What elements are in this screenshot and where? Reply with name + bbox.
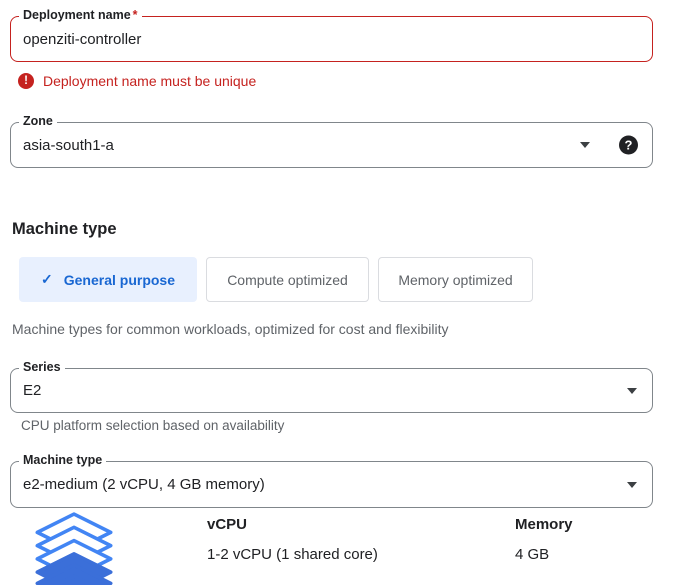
deployment-name-field[interactable]: Deployment name* — [10, 8, 653, 62]
chevron-down-icon — [627, 481, 637, 488]
zone-value: asia-south1-a — [23, 136, 114, 154]
series-value: E2 — [23, 382, 42, 399]
zone-select[interactable]: Zone asia-south1-a ? — [10, 114, 653, 168]
spec-memory-column: Memory 4 GB — [515, 516, 573, 563]
tab-compute-optimized[interactable]: Compute optimized — [206, 257, 369, 302]
tab-label: Compute optimized — [227, 271, 348, 288]
zone-label: Zone — [19, 114, 57, 128]
machine-type-select[interactable]: Machine type e2-medium (2 vCPU, 4 GB mem… — [10, 453, 653, 508]
vcpu-value: 1-2 vCPU (1 shared core) — [207, 546, 378, 563]
spec-vcpu-column: vCPU 1-2 vCPU (1 shared core) — [207, 516, 378, 563]
chevron-down-icon — [627, 387, 637, 394]
machine-series-stack-icon — [35, 512, 113, 585]
tab-memory-optimized[interactable]: Memory optimized — [378, 257, 533, 302]
error-message-text: Deployment name must be unique — [43, 73, 257, 89]
tab-label: General purpose — [63, 271, 175, 288]
help-icon[interactable]: ? — [619, 135, 638, 155]
machine-type-tabs: ✓ General purpose Compute optimized Memo… — [19, 257, 533, 302]
check-icon: ✓ — [41, 271, 53, 287]
series-helper-text: CPU platform selection based on availabi… — [21, 418, 285, 433]
machine-type-value: e2-medium (2 vCPU, 4 GB memory) — [23, 476, 265, 493]
vcpu-header: vCPU — [207, 516, 248, 533]
machine-type-label: Machine type — [19, 453, 107, 467]
deployment-name-error: ! Deployment name must be unique — [18, 73, 256, 89]
machine-type-heading: Machine type — [12, 220, 117, 238]
error-icon: ! — [18, 73, 34, 89]
deployment-name-input[interactable] — [11, 17, 652, 61]
tab-general-purpose[interactable]: ✓ General purpose — [19, 257, 197, 302]
machine-type-description: Machine types for common workloads, opti… — [12, 321, 449, 337]
chevron-down-icon — [580, 142, 590, 148]
memory-value: 4 GB — [515, 546, 550, 563]
series-label: Series — [19, 360, 65, 374]
tab-label: Memory optimized — [398, 271, 513, 288]
series-select[interactable]: Series E2 — [10, 360, 653, 413]
memory-header: Memory — [515, 516, 573, 533]
required-asterisk: * — [132, 8, 138, 22]
